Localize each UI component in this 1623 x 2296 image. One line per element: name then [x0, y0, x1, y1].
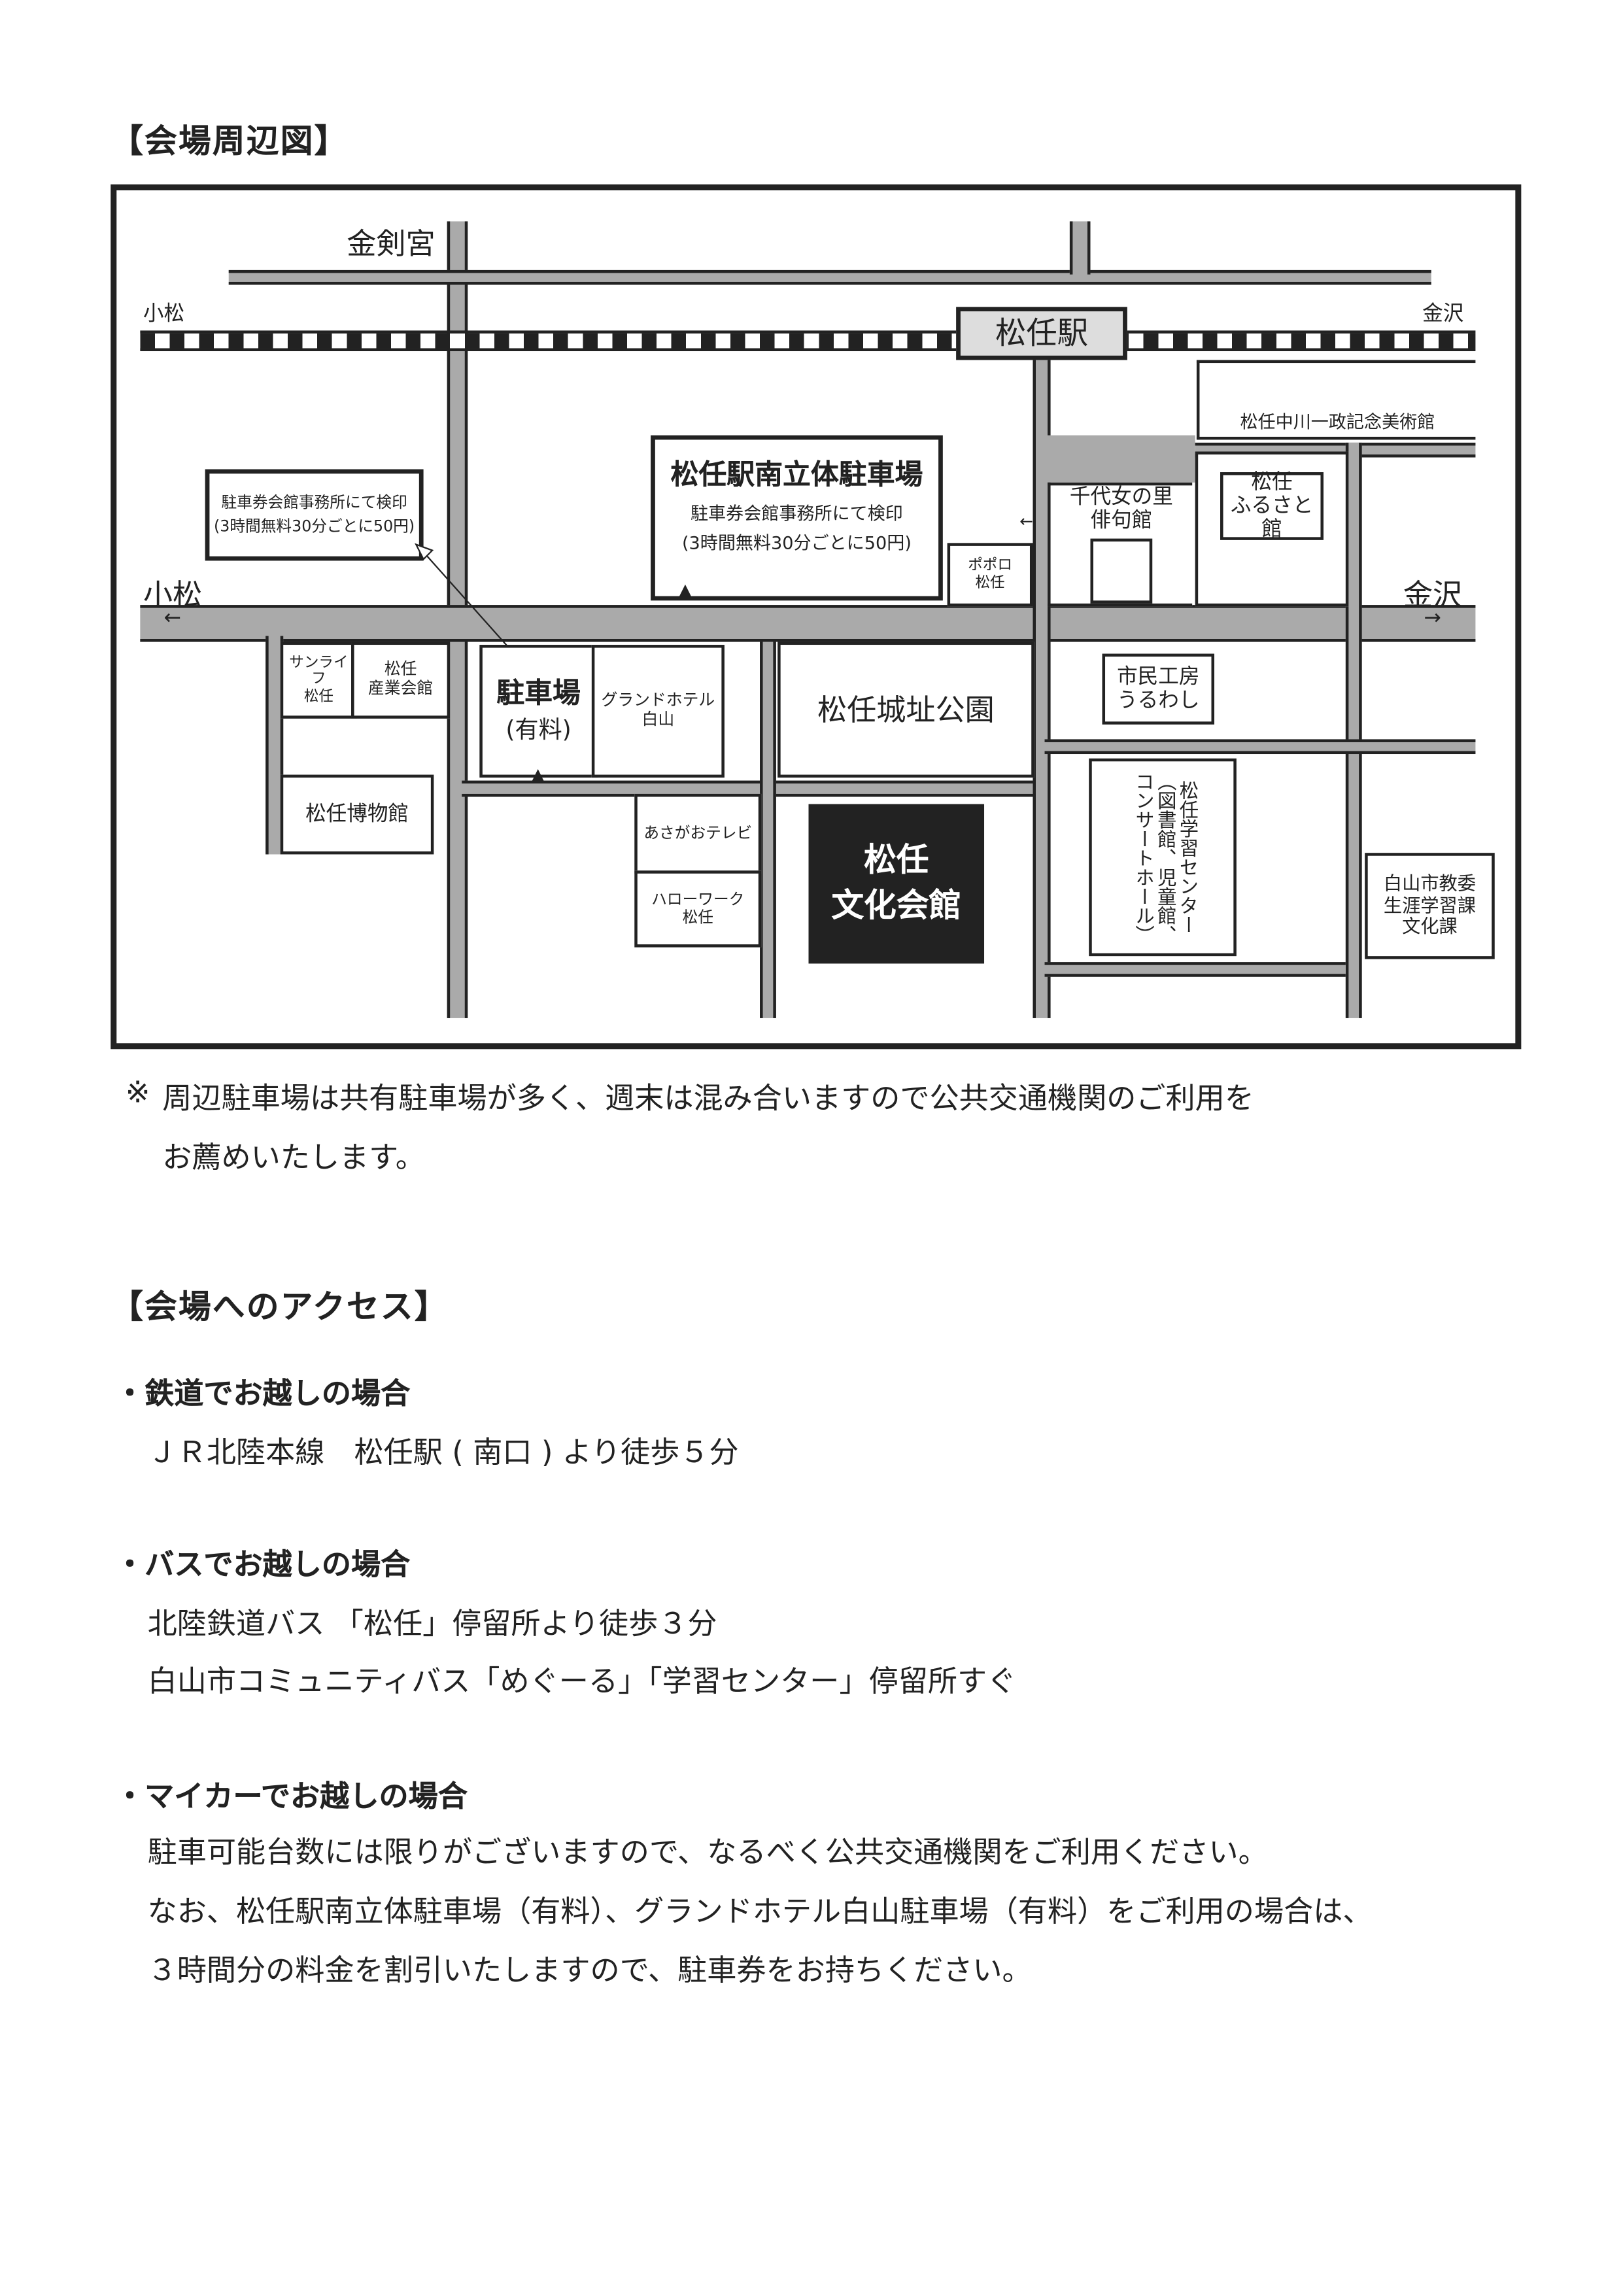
- label-komatsu-road: 小松: [143, 577, 203, 613]
- building-matto-museum: 松任博物館: [280, 774, 434, 855]
- sunlife-line1: サンライフ: [289, 655, 349, 689]
- ichimasa-museum-label: 松任中川一政記念美術館: [1240, 411, 1435, 433]
- building-shimin-kobo: 市民工房うるわし: [1102, 653, 1215, 725]
- gakushu-line1: 松任学習センター: [1175, 780, 1197, 934]
- haiku-building-shape: [1090, 539, 1153, 604]
- station-parking-line1: 駐車券会館事務所にて検印: [690, 503, 903, 524]
- label-kanazawa-road: 金沢: [1403, 577, 1463, 613]
- shimin-kobo-line1: 市民工房: [1117, 665, 1200, 689]
- road-top: [228, 269, 1431, 285]
- sangyo-line1: 松任: [384, 660, 417, 679]
- kyoi-line2: 生涯学習課: [1383, 893, 1476, 916]
- access-car-line2: なお、松任駅南立体駐車場（有料）、グランドホテル白山駐車場（有料）をご利用の場合…: [147, 1893, 1373, 1929]
- station-matto: 松任駅: [956, 307, 1127, 360]
- note-line1: 周辺駐車場は共有駐車場が多く、週末は混み合いますので公共交通機関のご利用を: [162, 1080, 1254, 1116]
- sangyo-line2: 産業会館: [367, 678, 434, 698]
- parking-note-box: 駐車券会館事務所にて検印 (3時間無料30分ごとに50円): [205, 469, 424, 561]
- building-ichimasa-museum: 松任中川一政記念美術館: [1196, 360, 1476, 440]
- note-mark: ※: [125, 1074, 150, 1110]
- label-kanemurugu: 金剣宮: [347, 226, 436, 262]
- gakushu-line2: （図書館、児童館、: [1153, 770, 1176, 944]
- station-parking-name: 松任駅南立体駐車場: [670, 458, 923, 492]
- station-south-parking: 松任駅南立体駐車場 駐車券会館事務所にて検印 (3時間無料30分ごとに50円): [651, 435, 943, 601]
- station-parking-line2: (3時間無料30分ごとに50円): [681, 532, 912, 553]
- building-sunlife: サンライフ松任: [280, 642, 358, 719]
- building-grand-hotel: グランドホテル白山: [591, 645, 725, 778]
- road-vertical-park: [760, 642, 776, 1018]
- access-car-heading: ・マイカーでお越しの場合: [114, 1777, 468, 1814]
- road-top-north: [1069, 221, 1091, 275]
- popolo-line2: 松任: [975, 574, 1005, 591]
- map-section-title: 【会場周辺図】: [111, 124, 349, 161]
- castle-park: 松任城址公園: [777, 642, 1034, 778]
- hakusan-board-of-education: 白山市教委生涯学習課文化課: [1365, 853, 1495, 959]
- matto-museum-label: 松任博物館: [305, 802, 409, 827]
- asagao-label: あさがおテレビ: [643, 825, 753, 843]
- label-kanazawa-rail: 金沢: [1422, 302, 1464, 326]
- furusato-line1: 松任: [1251, 470, 1293, 494]
- access-bus-line2: 白山市コミュニティバス「めぐーる」「学習センター」停留所すぐ: [147, 1662, 1017, 1699]
- venue-line1: 松任: [864, 842, 929, 880]
- sunlife-line2: 松任: [303, 689, 333, 705]
- hellowork-line2: 松任: [682, 908, 713, 927]
- building-hellowork: ハローワーク松任: [634, 870, 762, 948]
- chiyojo-line2: 俳句館: [1090, 509, 1153, 533]
- parking-note-line1: 駐車券会館事務所にて検印: [221, 494, 407, 512]
- pointer-arrow-icon: [415, 543, 521, 660]
- kyoi-line3: 文化課: [1402, 915, 1458, 938]
- road-main-komatsu-kanazawa: [140, 605, 1476, 642]
- paid-parking-lot: 駐車場 (有料): [479, 645, 598, 778]
- popolo-line1: ポポロ: [968, 557, 1012, 574]
- road-vertical-west: [265, 636, 284, 855]
- access-train-heading: ・鉄道でお越しの場合: [114, 1375, 411, 1411]
- access-train-line: ＪＲ北陸本線 松任駅 ( 南口 ) より徒歩５分: [147, 1434, 739, 1470]
- kyoi-line1: 白山市教委: [1383, 872, 1476, 895]
- building-furusato: 松任ふるさと館: [1220, 470, 1324, 542]
- parking-entrance-arrow-icon: ▲: [531, 764, 545, 785]
- building-popolo: ポポロ松任: [947, 543, 1033, 607]
- chiyojo-line1: 千代女の里: [1069, 485, 1173, 509]
- building-asagao-tv: あさがおテレビ: [634, 793, 762, 874]
- access-bus-line1: 北陸鉄道バス 「松任」停留所より徒歩３分: [147, 1605, 717, 1641]
- parking-lot-name: 駐車場: [496, 677, 581, 710]
- building-sangyo-kaikan: 松任産業会館: [351, 642, 451, 719]
- station-square: [1044, 435, 1195, 483]
- road-east-south: [1044, 962, 1346, 977]
- railway: [140, 330, 1476, 352]
- access-section-title: 【会場へのアクセス】: [111, 1290, 449, 1327]
- arrow-small-left-icon: ←: [1019, 511, 1033, 532]
- block-furusato: 松任ふるさと館: [1195, 451, 1349, 607]
- furusato-line2: ふるさと館: [1230, 494, 1314, 542]
- road-east-middle: [1044, 739, 1476, 755]
- arrow-right-icon: →: [1424, 606, 1441, 630]
- grand-hotel-line1: グランドホテル: [601, 691, 715, 711]
- venue-area-map: 金剣宮 小松 金沢 松任駅 小松 ← 金沢 → 松任中川一政記念美術館 駐車券会…: [111, 184, 1522, 1050]
- arrow-left-icon: ←: [163, 606, 181, 630]
- label-komatsu-rail: 小松: [143, 302, 185, 326]
- shimin-kobo-line2: うるわし: [1117, 689, 1200, 713]
- hellowork-line1: ハローワーク: [651, 891, 745, 909]
- building-gakushu-center: 松任学習センター （図書館、児童館、 コンサートホール）: [1089, 758, 1237, 957]
- note-line2: お薦めいたします。: [162, 1139, 425, 1175]
- station-label: 松任駅: [995, 315, 1089, 351]
- grand-hotel-line2: 白山: [641, 710, 675, 729]
- building-chiyojo-haiku: 千代女の里俳句館: [1048, 482, 1193, 607]
- venue-matto-bunka-kaikan: 松任文化会館: [808, 804, 985, 964]
- gakushu-line3: コンサートホール）: [1131, 770, 1153, 944]
- access-car-line3: ３時間分の料金を割引いたしますので、駐車券をお持ちください。: [147, 1952, 1032, 1988]
- venue-line2: 文化会館: [831, 888, 962, 925]
- access-car-line1: 駐車可能台数には限りがございますので、なるべく公共交通機関をご利用ください。: [147, 1834, 1268, 1870]
- parking-note-line2: (3時間無料30分ごとに50円): [214, 517, 415, 536]
- parking-lot-paid: (有料): [505, 715, 572, 744]
- castle-park-label: 松任城址公園: [817, 691, 995, 727]
- access-bus-heading: ・バスでお越しの場合: [114, 1546, 411, 1582]
- entrance-arrow-up-icon: ▲: [677, 579, 694, 604]
